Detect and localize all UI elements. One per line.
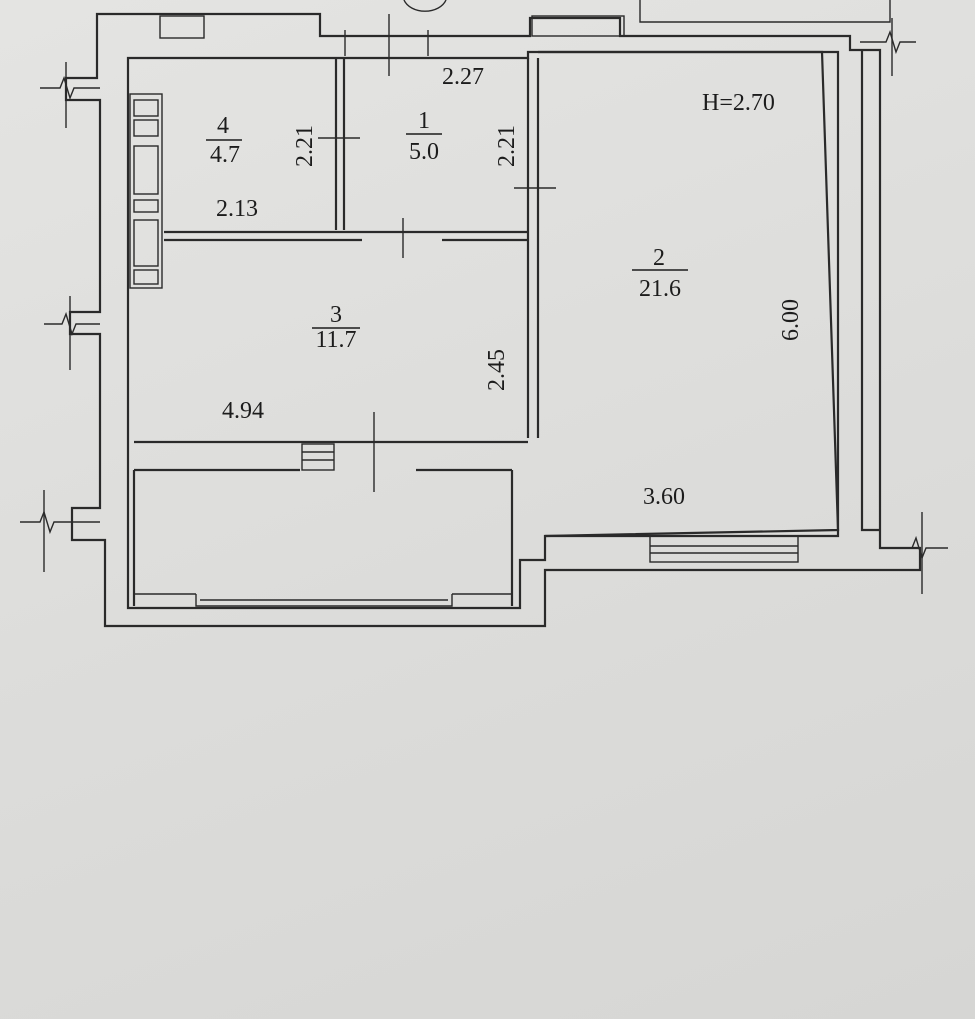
inner-wall-outline (126, 50, 840, 610)
room3-bottom-wall (134, 440, 528, 472)
balcony-outline (132, 470, 514, 606)
room2-inner-boundary (538, 50, 840, 538)
room3-wall-niche (301, 443, 335, 471)
appliance-column (129, 93, 163, 289)
outer-wall-outline (64, 12, 922, 628)
room3-area: 11.7 (315, 327, 356, 353)
room2-area: 21.6 (639, 276, 681, 302)
room1-area: 5.0 (409, 139, 439, 165)
room1-number: 1 (418, 108, 430, 134)
room2-height-dimension: 6.00 (778, 299, 804, 341)
right-outer-wall (860, 50, 880, 532)
top-wall-block-right (531, 15, 625, 37)
room2-width-dimension: 3.60 (643, 484, 685, 510)
room4-area: 4.7 (210, 142, 240, 168)
room3-width-dimension: 4.94 (222, 398, 264, 424)
room2-number: 2 (653, 245, 665, 271)
break-symbol-left-middle (44, 311, 100, 337)
room4-number: 4 (217, 113, 229, 139)
room3-number: 3 (330, 302, 342, 328)
top-right-wall-fragment (639, 0, 891, 23)
balcony-window (195, 594, 453, 607)
break-symbol-left-top (40, 75, 100, 101)
break-symbol-right-bottom (894, 535, 948, 561)
break-symbol-right-top (860, 29, 916, 55)
top-door-segment (344, 30, 429, 56)
partition-4-1 (334, 58, 346, 230)
room3-height-dimension: 2.45 (484, 349, 510, 391)
break-symbol-left-bottom (20, 509, 100, 535)
break-tick-left (43, 62, 71, 572)
partition-top-rooms-bottom (164, 230, 528, 242)
room4-width-dimension: 2.13 (216, 196, 258, 222)
break-tick-right (891, 18, 923, 594)
top-wall-circle (403, 0, 447, 12)
partition-left-right (526, 58, 540, 438)
ceiling-height-label: H=2.70 (702, 90, 775, 116)
room1-height-dimension: 2.21 (494, 125, 520, 167)
room1-width-dimension: 2.27 (442, 64, 484, 90)
room4-height-dimension: 2.21 (292, 125, 318, 167)
room2-window (649, 535, 799, 563)
top-wall-block-left (159, 15, 205, 39)
